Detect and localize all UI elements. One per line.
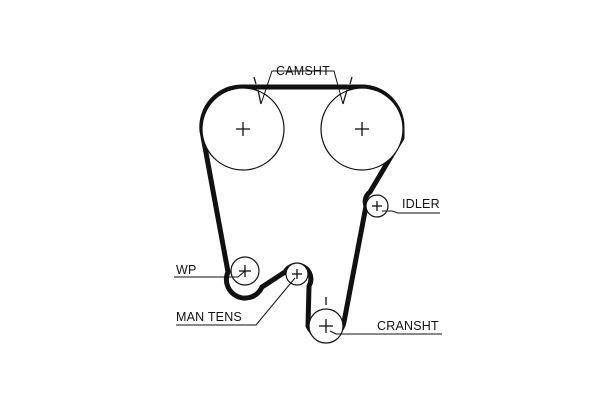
camshaft-label: CAMSHT xyxy=(276,64,330,78)
camshaft-callout: CAMSHT xyxy=(260,64,344,105)
idler-callout: IDLER xyxy=(382,197,440,214)
water-pump-callout: WP xyxy=(174,263,246,278)
manual-tensioner-pulley xyxy=(285,262,309,286)
manual-tensioner-label: MAN TENS xyxy=(176,310,242,324)
water-pump-label: WP xyxy=(176,263,197,277)
crankshaft-callout: CRANSHT xyxy=(329,319,442,335)
camshaft-pulley-left xyxy=(201,76,285,171)
manual-tensioner-callout: MAN TENS xyxy=(176,277,296,326)
idler-pulley xyxy=(365,194,389,218)
crankshaft-pulley xyxy=(308,297,344,344)
camshaft-pulley-right xyxy=(320,76,404,171)
idler-label: IDLER xyxy=(402,197,440,211)
crankshaft-label: CRANSHT xyxy=(377,319,439,333)
